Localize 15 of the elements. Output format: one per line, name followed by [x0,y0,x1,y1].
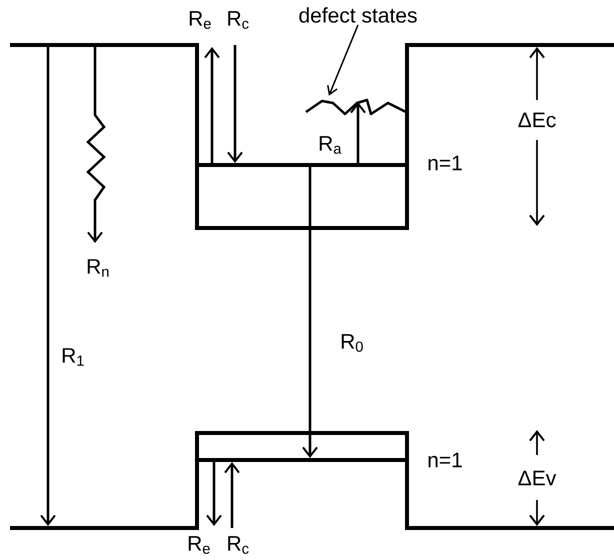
rate-label: R$_{c}$ [228,536,249,554]
rate-label: R$_{c}$ [228,11,249,29]
rate-label: R$_{n}$ [88,259,108,277]
level-label: n=1 [428,156,462,170]
offset-label: ΔEc [516,112,558,128]
rate-label: R$_{a}$ [320,136,342,154]
leader-line [327,24,359,96]
rate-label: R$_{0}$ [342,334,363,352]
rate-label: R$_{e}$ [190,11,211,29]
defect-states-line [305,98,407,116]
level-label: n=1 [428,452,462,468]
rate-label: R$_{1}$ [62,348,84,366]
rate-label: R$_{e}$ [188,536,210,554]
node-label: defect states [299,7,417,23]
offset-label: ΔEv [516,470,558,486]
